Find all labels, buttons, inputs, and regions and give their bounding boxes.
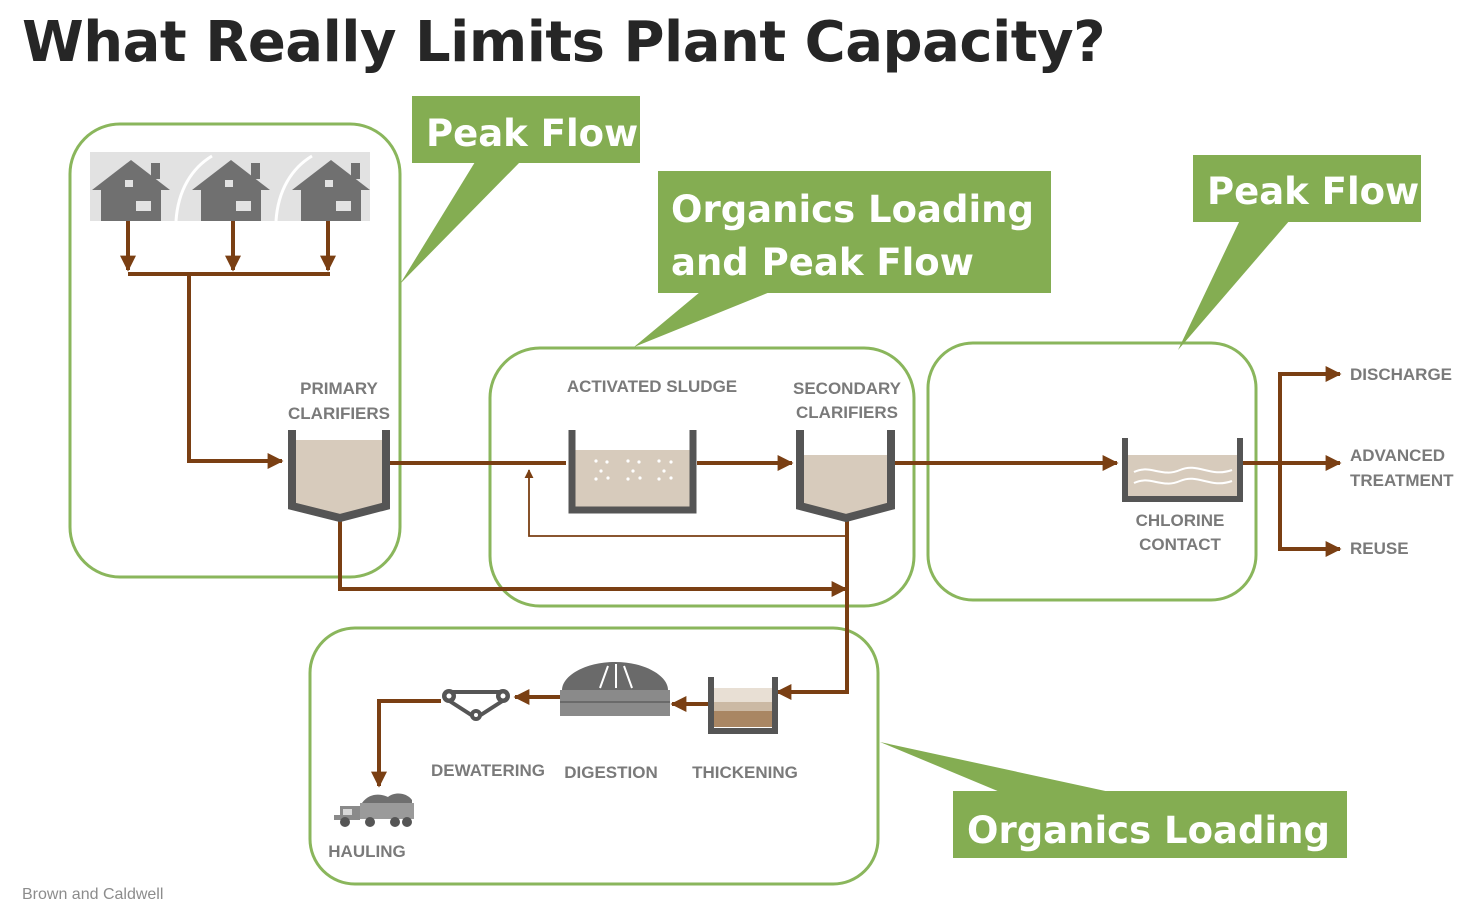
advanced-treatment-label-1: ADVANCED xyxy=(1350,446,1445,465)
digester-dome xyxy=(560,662,670,716)
chlorine-contact-tank xyxy=(1122,438,1243,502)
disinfection-region xyxy=(926,341,1258,602)
hauling-truck-icon xyxy=(334,793,414,827)
page-title: What Really Limits Plant Capacity? xyxy=(22,10,1106,75)
ras-return-line xyxy=(524,469,847,537)
hauling-label: HAULING xyxy=(328,842,405,861)
callout-organics-and-peak-flow: Organics Loading and Peak Flow xyxy=(634,171,1051,347)
reuse-label: REUSE xyxy=(1350,539,1409,558)
house-icon xyxy=(292,160,370,221)
callout-solids-text: Organics Loading xyxy=(967,809,1330,852)
advanced-treatment-label-2: TREATMENT xyxy=(1350,471,1454,490)
house-icon xyxy=(92,160,170,221)
callout-peak-flow-disinfection-text: Peak Flow xyxy=(1207,170,1419,213)
dewatering-belt-press xyxy=(442,689,510,721)
secondary-treatment-region xyxy=(488,346,916,608)
secondary-clarifier-tank xyxy=(796,430,895,523)
collection-region xyxy=(68,122,402,579)
pipes xyxy=(120,221,1342,788)
callout-peak-flow-collection: Peak Flow xyxy=(400,96,640,284)
thickening-tank xyxy=(708,677,778,734)
secondary-clarifiers-label-2: CLARIFIERS xyxy=(796,403,898,422)
footer-credit: Brown and Caldwell xyxy=(22,886,164,903)
primary-clarifier-tank xyxy=(288,430,390,523)
callout-peak-flow-disinfection: Peak Flow xyxy=(1178,155,1421,350)
discharge-label: DISCHARGE xyxy=(1350,365,1452,384)
chlorine-contact-label-2: CONTACT xyxy=(1139,535,1221,554)
callout-secondary-line2: and Peak Flow xyxy=(671,241,974,284)
chlorine-contact-label-1: CHLORINE xyxy=(1136,511,1225,530)
callout-peak-flow-collection-text: Peak Flow xyxy=(426,112,638,155)
dewatering-label: DEWATERING xyxy=(431,761,545,780)
secondary-clarifiers-label-1: SECONDARY xyxy=(793,379,902,398)
callout-organics-solids: Organics Loading xyxy=(880,742,1347,858)
solids-region xyxy=(308,626,880,886)
callout-secondary-line1: Organics Loading xyxy=(671,188,1034,231)
primary-clarifiers-label-1: PRIMARY xyxy=(300,379,378,398)
activated-sludge-basin xyxy=(568,430,697,514)
primary-clarifiers-label-2: CLARIFIERS xyxy=(288,404,390,423)
house-icon xyxy=(192,160,270,221)
houses-illustration xyxy=(90,152,370,222)
activated-sludge-label: ACTIVATED SLUDGE xyxy=(567,377,737,396)
digestion-label: DIGESTION xyxy=(564,763,658,782)
thickening-label: THICKENING xyxy=(692,763,798,782)
